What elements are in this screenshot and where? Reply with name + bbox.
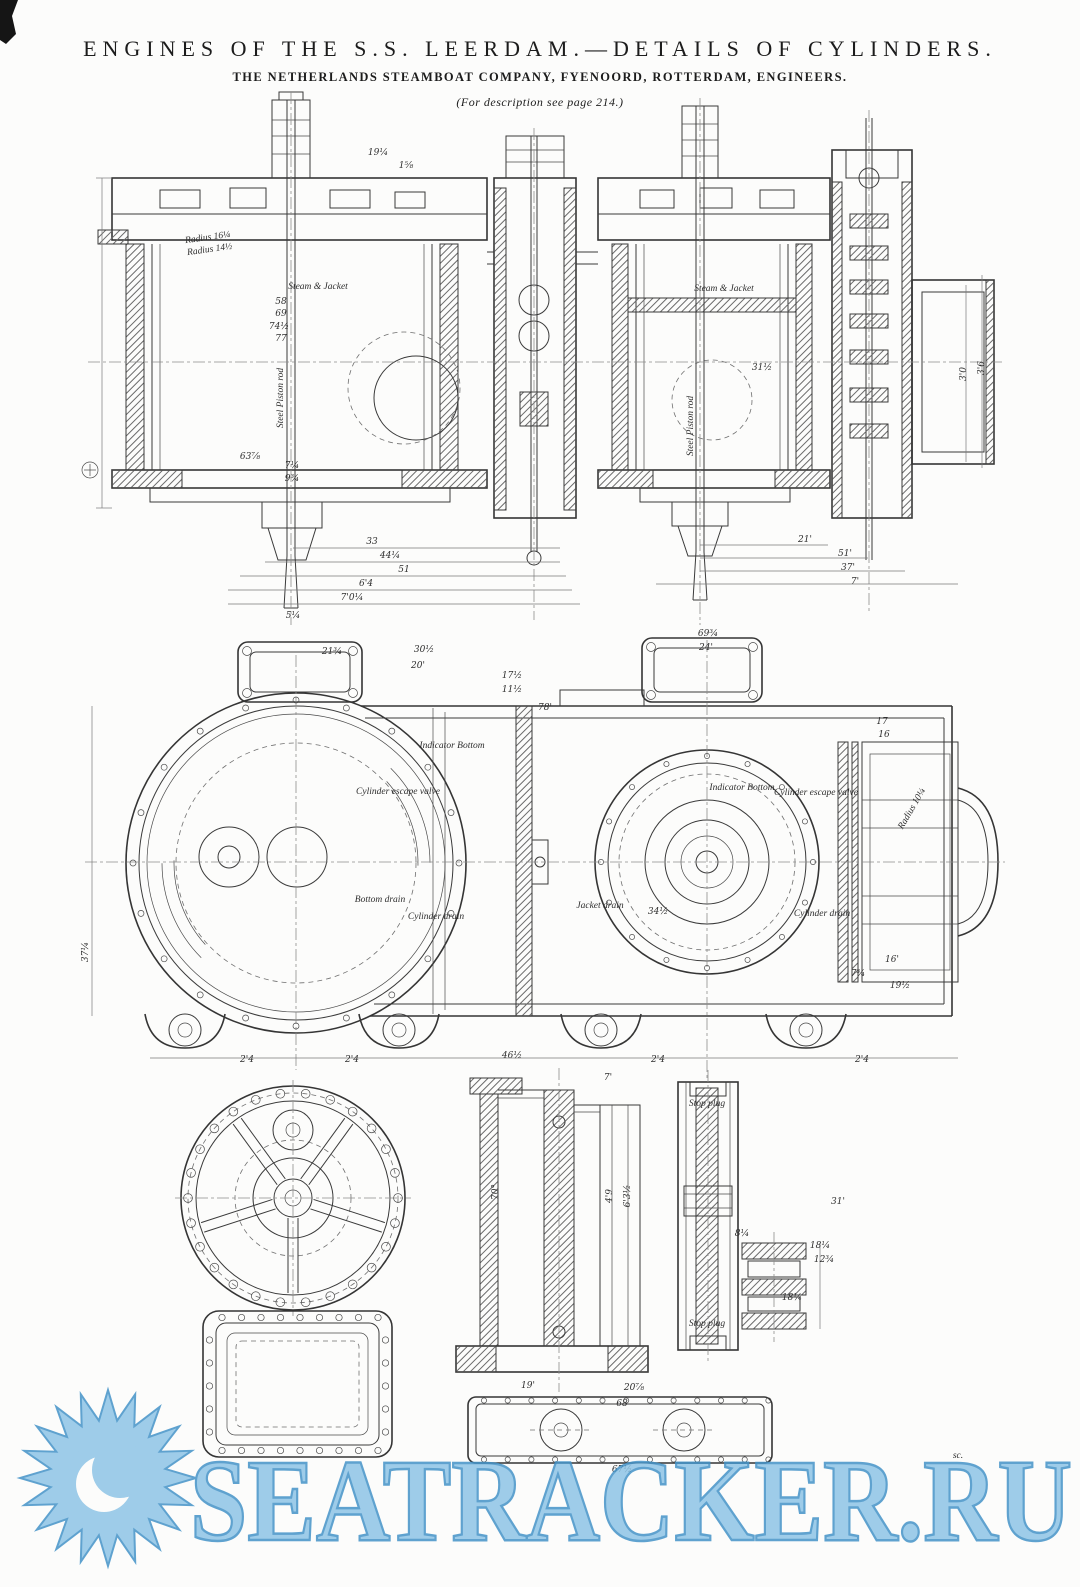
annotation-label: Steam & Jacket bbox=[694, 284, 754, 294]
dimension-label: 21' bbox=[797, 535, 812, 545]
flange-detail-view bbox=[175, 1080, 411, 1316]
dimension-label: 33 bbox=[366, 537, 378, 547]
dimension-label: 21¾ bbox=[321, 646, 342, 657]
annotation-label: Cylinder drain bbox=[408, 912, 464, 922]
dimension-label: 8¼ bbox=[735, 1228, 749, 1239]
annotation-label: Indicator Bottom bbox=[418, 741, 484, 751]
annotation-label: Bottom drain bbox=[355, 895, 406, 905]
dimension-label: 11½ bbox=[502, 684, 522, 695]
dimension-label: 46½ bbox=[501, 1050, 522, 1061]
scan-artifact bbox=[0, 0, 18, 44]
dimension-label: 2'4 bbox=[344, 1055, 359, 1065]
dimension-label: 51' bbox=[838, 549, 852, 559]
dimension-label: 7¾ bbox=[851, 968, 865, 979]
dimension-label: 19½ bbox=[890, 980, 910, 991]
dimension-label: 20⅞ bbox=[623, 1383, 644, 1393]
dimension-label: 58 bbox=[275, 297, 287, 307]
dimension-label: 70° bbox=[491, 1184, 501, 1200]
dimension-label: 74½ bbox=[269, 321, 289, 332]
annotation-label: Indicator Bottom bbox=[708, 783, 774, 793]
dimension-label: 3'6 bbox=[977, 361, 987, 375]
annotation-label: Steam & Jacket bbox=[288, 282, 348, 292]
annotation-label: Radius 10¼ bbox=[895, 786, 928, 832]
dimension-label: 31' bbox=[831, 1197, 845, 1207]
annotation-label: Steel Piston rod bbox=[276, 368, 286, 429]
dimension-label: 2'4 bbox=[650, 1055, 665, 1065]
dimension-label: 7' bbox=[851, 577, 859, 587]
annotation-label: Cylinder escape valve bbox=[774, 788, 858, 798]
drawing-subtitle: THE NETHERLANDS STEAMBOAT COMPANY, FYENO… bbox=[232, 70, 848, 84]
dimension-label: 37¼ bbox=[80, 942, 91, 962]
dimension-label: 19' bbox=[521, 1381, 535, 1391]
dimension-label: 68 bbox=[616, 1399, 628, 1409]
dimension-label: 69¾ bbox=[698, 628, 718, 639]
dimension-label: 2'4 bbox=[854, 1055, 869, 1065]
gland-stack-view bbox=[741, 1232, 821, 1342]
dimension-label: 19¼ bbox=[368, 147, 388, 158]
dimension-label: 2'4 bbox=[239, 1055, 254, 1065]
dimension-label: 17½ bbox=[502, 670, 522, 681]
annotation-label: Stop plug bbox=[689, 1319, 725, 1329]
drawing-title: ENGINES OF THE S.S. LEERDAM.—DETAILS OF … bbox=[83, 36, 997, 61]
valve-section-view bbox=[677, 1070, 739, 1362]
dimension-label: 16' bbox=[885, 955, 899, 965]
cover-plate-view bbox=[202, 1310, 393, 1458]
dimension-label: 16 bbox=[878, 730, 890, 740]
dimension-label: 20' bbox=[410, 661, 425, 671]
dimension-label: 44¼ bbox=[379, 550, 400, 561]
dimension-label: 51 bbox=[398, 565, 409, 575]
dimension-label: 12¾ bbox=[814, 1254, 834, 1265]
plan-view bbox=[85, 637, 1005, 1080]
dimension-label: 6'3½ bbox=[622, 1185, 633, 1208]
annotation-label: sc. bbox=[953, 1451, 963, 1461]
bottom-cover-view bbox=[467, 1396, 773, 1464]
dimension-label: 7'0¼ bbox=[341, 592, 364, 603]
dimension-label: 7' bbox=[604, 1073, 612, 1083]
dimension-label: 69 bbox=[275, 309, 287, 319]
dimension-label: 5¼ bbox=[286, 610, 300, 621]
annotation-label: Cylinder drain bbox=[794, 909, 850, 919]
annotation-label: Stop plug bbox=[689, 1099, 725, 1109]
column-section-view bbox=[455, 1068, 649, 1392]
dimension-label: 4'9 bbox=[605, 1189, 615, 1204]
dimension-label: 34½ bbox=[648, 906, 668, 917]
dimension-label: 18¼ bbox=[782, 1292, 802, 1303]
dimension-label: 63⅞ bbox=[240, 452, 260, 462]
dimension-label: 1⅝ bbox=[399, 161, 414, 171]
dimension-label: 67½ bbox=[612, 1464, 632, 1475]
bolt-holes bbox=[129, 696, 816, 1463]
dimension-label: 3'0 bbox=[959, 367, 969, 381]
top-sectional-view bbox=[88, 91, 1002, 625]
dimension-label: 31½ bbox=[752, 362, 772, 373]
stamp-mark bbox=[81, 461, 99, 479]
dimension-label: 24' bbox=[698, 643, 713, 653]
dimension-label: 30½ bbox=[414, 644, 434, 655]
annotation-label: Jacket drain bbox=[576, 901, 623, 911]
dimension-label: 18¼ bbox=[810, 1240, 830, 1251]
dimension-label: 37' bbox=[841, 563, 855, 573]
annotation-label: Cylinder escape valve bbox=[356, 787, 440, 797]
watermark: SEATRACKER.RU bbox=[16, 1386, 1073, 1570]
description-note: (For description see page 214.) bbox=[456, 95, 624, 109]
dimension-label: 17 bbox=[876, 717, 888, 727]
dimension-label: 7¼ bbox=[285, 460, 299, 471]
annotation-label: Steel Piston rod bbox=[686, 396, 696, 457]
dimension-label: 9¾ bbox=[285, 473, 299, 484]
dimension-label: 6'4 bbox=[359, 579, 373, 589]
sun-logo bbox=[16, 1386, 200, 1570]
watermark-text: SEATRACKER.RU bbox=[190, 1435, 1072, 1566]
dimension-label: 78' bbox=[538, 703, 552, 713]
dimension-label: 77 bbox=[275, 334, 287, 344]
